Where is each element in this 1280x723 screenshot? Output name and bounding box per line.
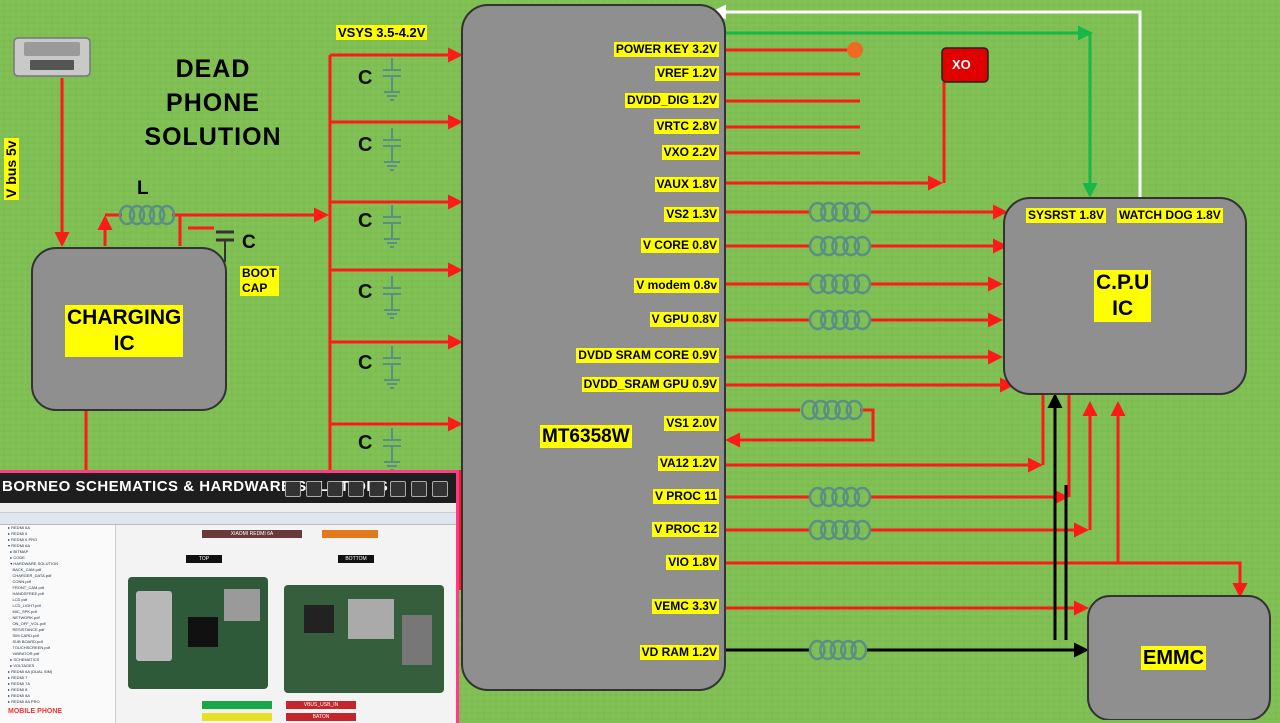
cap-label-6: C xyxy=(358,432,373,454)
capacitor-symbols xyxy=(383,58,401,471)
inductor-icon xyxy=(800,399,864,421)
inductor-label: L xyxy=(137,178,149,199)
cap-label-5: C xyxy=(358,352,373,374)
capacitor-icon xyxy=(383,205,401,248)
cap-label-2: C xyxy=(358,134,373,156)
inductor-coils xyxy=(118,201,872,661)
inset-pcb-top xyxy=(128,577,268,689)
inductor-icon xyxy=(808,309,872,331)
pmic-pin-label: V modem 0.8v xyxy=(634,278,719,293)
inductor-icon xyxy=(808,486,872,508)
pmic-pin-label: DVDD SRAM CORE 0.9V xyxy=(576,348,719,363)
cap-label-1: C xyxy=(358,67,373,89)
sysrst-label: SYSRST 1.8V xyxy=(1026,208,1107,223)
capacitor-icon xyxy=(383,346,401,389)
boot-cap-label: BOOT CAP xyxy=(240,266,279,296)
boot-cap-c-label: C xyxy=(242,232,256,253)
inset-tag-bot: BATON xyxy=(286,713,356,721)
inset-file-tree: ▸ REDMI 6A▸ REDMI 6▸ REDMI 6 PRO▾ REDMI … xyxy=(0,525,116,723)
pmic-pin-label: POWER KEY 3.2V xyxy=(613,42,719,57)
pmic-pin-label: V CORE 0.8V xyxy=(640,238,719,253)
inset-tag-top: VBUS_USB_IN xyxy=(286,701,356,709)
vsys-label: VSYS 3.5-4.2V xyxy=(336,25,428,40)
capacitor-icon xyxy=(383,276,401,319)
green-wires xyxy=(725,25,1098,198)
pmic-pin-label: VRTC 2.8V xyxy=(654,119,719,134)
pmic-pin-label: VD RAM 1.2V xyxy=(639,645,719,660)
usb-connector-icon xyxy=(13,37,91,77)
xo-crystal-icon xyxy=(941,47,989,83)
pmic-pin-label: VREF 1.2V xyxy=(654,66,719,81)
inductor-icon xyxy=(808,235,872,257)
inset-top-label: TOP xyxy=(186,555,222,563)
inductor-icon xyxy=(808,519,872,541)
cpu-label: C.P.U IC xyxy=(1094,270,1152,322)
vbus-label: V bus 5v xyxy=(3,138,19,200)
emmc-label: EMMC xyxy=(1141,646,1207,670)
pmic-pin-label: VS1 2.0V xyxy=(664,416,719,431)
red-wires xyxy=(54,47,1248,616)
pmic-label: MT6358W xyxy=(540,425,632,448)
xo-label: XO xyxy=(952,57,971,72)
pmic-pin-label: VS2 1.3V xyxy=(664,207,719,222)
inset-doc-header: XIAOMI REDMI 6A xyxy=(202,530,302,538)
pmic-pin-label: VA12 1.2V xyxy=(657,456,719,471)
watchdog-label: WATCH DOG 1.8V xyxy=(1117,208,1223,223)
software-screenshot-inset: BORNEO SCHEMATICS & HARDWARE SOLUTIONS ▸… xyxy=(0,470,459,723)
cap-label-3: C xyxy=(358,210,373,232)
power-key-dot xyxy=(847,42,863,58)
pmic-pin-label: DVDD_SRAM GPU 0.9V xyxy=(581,377,719,392)
boot-cap-icon xyxy=(216,230,234,262)
pmic-pin-label: VXO 2.2V xyxy=(661,145,719,160)
pmic-pin-label: VAUX 1.8V xyxy=(654,177,719,192)
pmic-pin-label: V PROC 12 xyxy=(652,522,719,537)
pmic-pin-label: V PROC 11 xyxy=(652,489,719,504)
inset-pcb-bottom xyxy=(284,585,444,693)
inset-bottom-label: BOTTOM xyxy=(338,555,374,563)
charging-ic-label: CHARGING IC xyxy=(65,305,184,357)
cap-label-4: C xyxy=(358,281,373,303)
inductor-icon xyxy=(808,273,872,295)
pmic-pin-label: V GPU 0.8V xyxy=(649,312,719,327)
page-title: DEAD PHONE SOLUTION xyxy=(144,55,282,151)
inductor-icon xyxy=(808,201,872,223)
pmic-pin-label: DVDD_DIG 1.2V xyxy=(624,93,719,108)
pmic-pin-label: VIO 1.8V xyxy=(666,555,719,570)
pmic-chip xyxy=(461,4,726,691)
inset-document: XIAOMI REDMI 6A TOP BOTTOM VBUS_USB_IN B… xyxy=(116,525,456,723)
pmic-pin-label: VEMC 3.3V xyxy=(652,599,719,614)
black-wires xyxy=(725,393,1089,658)
white-wire xyxy=(711,4,1142,198)
inductor-icon xyxy=(808,639,868,661)
inset-toolbar: BORNEO SCHEMATICS & HARDWARE SOLUTIONS xyxy=(0,473,456,503)
capacitor-icon xyxy=(383,58,401,101)
inset-logo: MOBILE PHONE xyxy=(8,708,63,715)
capacitor-icon xyxy=(383,128,401,171)
inductor-icon xyxy=(118,204,176,226)
